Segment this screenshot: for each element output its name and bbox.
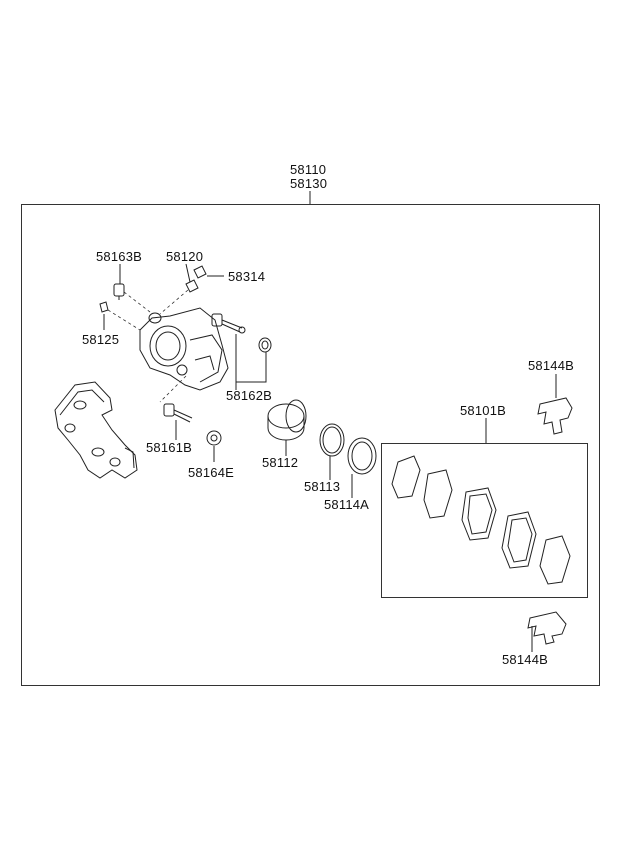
piston-seal-58113-drawing xyxy=(319,423,345,457)
shim-58144B-bottom-drawing xyxy=(527,611,567,645)
piston-58112-drawing xyxy=(267,399,307,441)
dust-boot-58114A-drawing xyxy=(347,437,377,475)
cap-58314-drawing xyxy=(193,265,207,279)
assembly-part-number-1: 58110 xyxy=(290,162,327,177)
part-label-58164E: 58164E xyxy=(188,465,235,480)
caliper-bracket-drawing xyxy=(54,381,138,479)
boot-58164E-drawing xyxy=(206,430,222,446)
guide-pin-58162B-drawing xyxy=(211,313,246,334)
part-label-58114A: 58114A xyxy=(324,497,370,512)
part-label-58112: 58112 xyxy=(262,455,299,470)
part-label-58125: 58125 xyxy=(82,332,120,347)
part-label-58162B: 58162B xyxy=(226,388,273,403)
leader-58162B xyxy=(235,334,267,383)
assembly-line-58120 xyxy=(159,289,189,315)
caliper-body-drawing xyxy=(139,307,229,391)
bolt-58163B-drawing xyxy=(113,283,125,300)
assembly-part-number-2: 58130 xyxy=(290,176,328,191)
part-label-58314: 58314 xyxy=(228,269,266,284)
leader-58120 xyxy=(185,263,191,283)
assembly-line-58161B xyxy=(159,375,187,403)
assembly-frame xyxy=(21,204,600,686)
part-label-58163B: 58163B xyxy=(96,249,143,264)
part-label-58161B: 58161B xyxy=(146,440,193,455)
part-label-58113: 58113 xyxy=(304,479,341,494)
part-label-58101B: 58101B xyxy=(460,403,507,418)
bleeder-58120-drawing xyxy=(185,279,199,293)
part-label-58120: 58120 xyxy=(166,249,204,264)
guide-pin-58161B-drawing xyxy=(163,403,193,423)
pad-kit-frame xyxy=(381,443,588,598)
washer-58125-drawing xyxy=(99,301,109,313)
part-label-58144B-top: 58144B xyxy=(528,358,575,373)
boot-58162B-drawing xyxy=(258,337,272,353)
shim-58144B-top-drawing xyxy=(537,397,573,435)
part-label-58144B-bottom: 58144B xyxy=(502,652,549,667)
assembly-line-58163B xyxy=(123,291,151,313)
brake-pads-drawing xyxy=(391,455,571,585)
assembly-line-58125 xyxy=(107,309,141,331)
